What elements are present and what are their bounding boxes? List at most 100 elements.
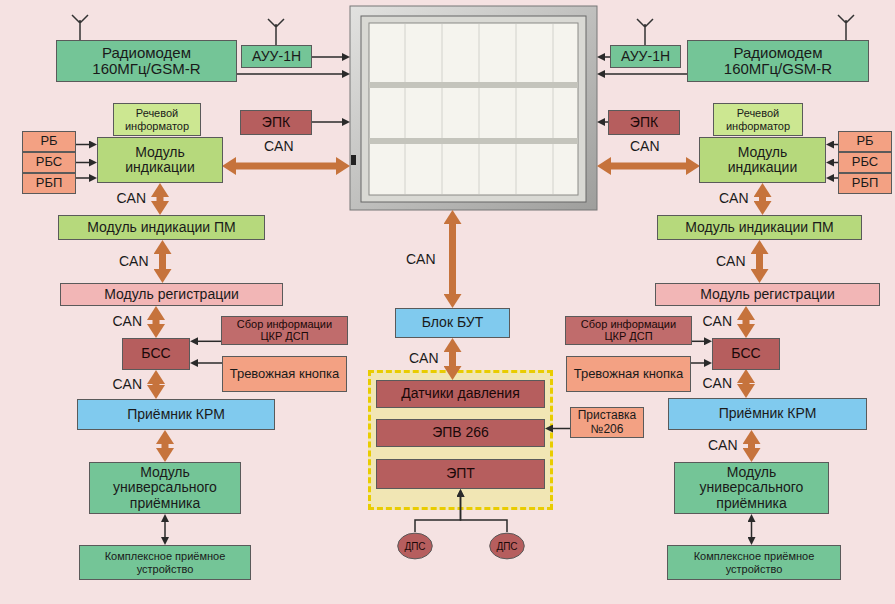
bus-label: CAN (404, 252, 438, 267)
box-label: Радиомодем 160МГц/GSM-R (60, 45, 233, 78)
unit-box: Речевой информатор (113, 103, 201, 136)
cabinet-shelf (369, 82, 578, 88)
signal-wire (236, 73, 342, 75)
unit-box: Комплексное приёмное устройство (667, 545, 841, 580)
cabinet-body (350, 6, 597, 210)
unit-box: РБС (838, 152, 892, 173)
signal-arrow (553, 428, 570, 430)
box-label: РБ (856, 134, 873, 148)
box-label: Комплексное приёмное устройство (83, 550, 247, 574)
unit-box: ЭПК (240, 110, 312, 135)
box-label: ДПС (404, 541, 425, 552)
unit-box: Тревожная кнопка (222, 356, 347, 392)
box-label: ЭПТ (446, 466, 475, 481)
unit-box: Речевой информатор (713, 103, 803, 136)
can-bus-arrow (236, 163, 336, 170)
can-bus-arrow (748, 444, 755, 448)
box-label: Речевой информатор (117, 107, 197, 131)
can-bus-arrow (449, 224, 456, 294)
box-label: Датчики давления (401, 386, 519, 401)
box-label: Модуль индикации ПМ (87, 220, 236, 235)
box-label: Речевой информатор (717, 107, 799, 131)
unit-box: Приёмник КРМ (668, 398, 867, 430)
can-bus-arrow (153, 384, 160, 385)
unit-box: Сбор информации ЦКР ДСП (221, 316, 348, 345)
unit-box: РБП (838, 173, 892, 194)
cabinet-shelf (369, 138, 578, 144)
unit-box: Приёмник КРМ (77, 399, 275, 430)
box-label: Тревожная кнопка (574, 367, 684, 381)
can-bus-arrow (159, 254, 166, 269)
unit-box: Тревожная кнопка (566, 356, 691, 392)
can-bus-arrow (756, 254, 763, 269)
box-label: БСС (731, 346, 760, 361)
box-label: ЭПК (630, 115, 658, 130)
bus-label: CAN (117, 254, 151, 269)
cabinet-wires (236, 57, 688, 294)
box-label: РБП (36, 176, 63, 190)
unit-box: Модуль индикации ПМ (657, 215, 862, 240)
unit-box: Радиомодем 160МГц/GSM-R (56, 40, 237, 82)
bus-label: CAN (628, 139, 662, 154)
unit-box: Модуль регистрации (60, 283, 283, 306)
signal-arrow (198, 362, 222, 364)
can-bus-arrow (743, 320, 750, 324)
unit-box: РБ (22, 131, 76, 152)
bus-label: CAN (407, 351, 441, 366)
unit-box: БСС (712, 338, 780, 370)
box-label: Модуль индикации (703, 145, 822, 176)
can-bus-arrow (157, 197, 164, 201)
cabinet-slots (405, 24, 553, 194)
box-label: РБ (40, 134, 57, 148)
box-label: Комплексное приёмное устройство (671, 550, 837, 574)
sensor-ellipse: ДПС (489, 532, 525, 560)
unit-box: РБ (838, 131, 892, 152)
unit-box: Модуль индикации ПМ (58, 215, 265, 240)
bus-label: CAN (114, 191, 148, 206)
unit-box: РБС (22, 152, 76, 173)
signal-wire (312, 121, 342, 123)
box-label: АУУ-1Н (252, 49, 301, 64)
box-label: Сбор информации ЦКР ДСП (569, 318, 688, 342)
unit-box: ЭПВ 266 (376, 419, 545, 447)
unit-box: Модуль регистрации (655, 283, 880, 306)
box-label: Радиомодем 160МГц/GSM-R (691, 45, 865, 78)
can-bus-arrow (611, 163, 686, 170)
unit-box: АУУ-1Н (241, 45, 312, 68)
signal-wire (312, 56, 342, 58)
ellipse-shape (490, 533, 525, 559)
cabinet-frame (361, 16, 586, 202)
signal-arrow (691, 362, 704, 364)
bus-label: CAN (262, 139, 296, 154)
box-label: Приёмник КРМ (127, 407, 225, 422)
box-label: АУУ-1Н (621, 49, 670, 64)
unit-box: Блок БУТ (395, 308, 510, 338)
unit-box: ЭПК (608, 110, 680, 135)
unit-box: АУУ-1Н (610, 45, 681, 68)
bus-label: CAN (706, 438, 740, 453)
bus-label: CAN (717, 191, 751, 206)
bus-label: CAN (714, 254, 748, 269)
sensor-ellipse: ДПС (397, 532, 433, 560)
signal-arrow (76, 177, 89, 179)
box-label: Модуль универсального приёмника (678, 465, 825, 511)
box-label: Сбор информации ЦКР ДСП (225, 318, 344, 342)
signal-arrow (76, 162, 89, 164)
signal-arrow (198, 341, 221, 343)
box-label: Тревожная кнопка (230, 367, 340, 381)
signal-arrow (751, 522, 753, 537)
box-label: ДПС (496, 541, 517, 552)
can-bus-arrow (743, 383, 750, 384)
signal-arrow (76, 144, 89, 146)
can-bus-arrow (162, 444, 169, 448)
unit-box: Сбор информации ЦКР ДСП (565, 316, 692, 345)
box-label: РБС (36, 155, 62, 169)
unit-box: РБП (22, 173, 76, 194)
box-label: РБС (852, 155, 878, 169)
box-label: Модуль регистрации (104, 287, 239, 302)
can-bus-arrow (449, 352, 456, 366)
box-label: Модуль универсального приёмника (93, 465, 237, 511)
box-label: БСС (141, 346, 170, 361)
box-label: ЭПВ 266 (432, 425, 489, 440)
box-label: Блок БУТ (422, 315, 483, 330)
